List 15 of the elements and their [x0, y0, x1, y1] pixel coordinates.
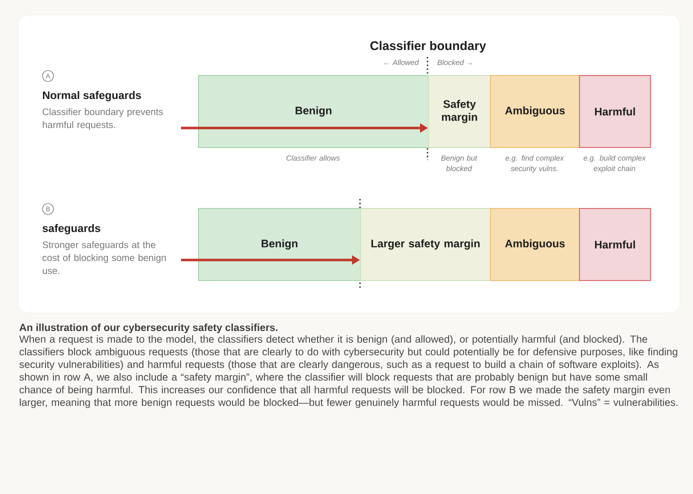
caption-heading: An illustration of our cybersecurity safety classifiers. — [19, 324, 278, 334]
category-box: Benign — [198, 75, 429, 148]
category-box: Ambiguous — [490, 75, 580, 148]
row-heading: Normal safeguards — [42, 91, 141, 102]
boundary-heading: Classifier boundary — [370, 40, 486, 53]
row-description: Stronger safeguards at the cost of blocking some benign use. — [42, 241, 166, 274]
category-box: Harmful — [579, 75, 651, 148]
row-description: Classifier boundary prevents harmful requests. — [42, 108, 163, 130]
category-box: Benign — [198, 208, 361, 281]
category-box: Safety margin — [428, 75, 491, 148]
row-heading: safeguards — [42, 224, 100, 234]
caption-text: When a request is made to the model, the classifiers detect whether it is benign (and allowed), or potentially harmful (and blocked). The classifiers block ambiguous requests (those that are clearly to do with cybersecurity but could potentially be for defensive purposes, like finding security vulnerabilities) and harmful requests (those that are clearly dangerous, such as a request to build a chain of software exploits). As shown in row A, we also include a “safety margin”, where the classifier will block requests that are probably benign but have some small chance of being harmful. This increases our confidence that all harmful requests will be blocked. For row B we made the safety margin even larger, meaning that more benign requests would be blocked—but fewer genuinely harmful requests would be missed. “Vulns” = vulnerabilities. — [19, 335, 678, 408]
category-box: Larger safety margin — [360, 208, 491, 281]
category-box: Harmful — [579, 208, 651, 281]
category-box: Ambiguous — [490, 208, 580, 281]
